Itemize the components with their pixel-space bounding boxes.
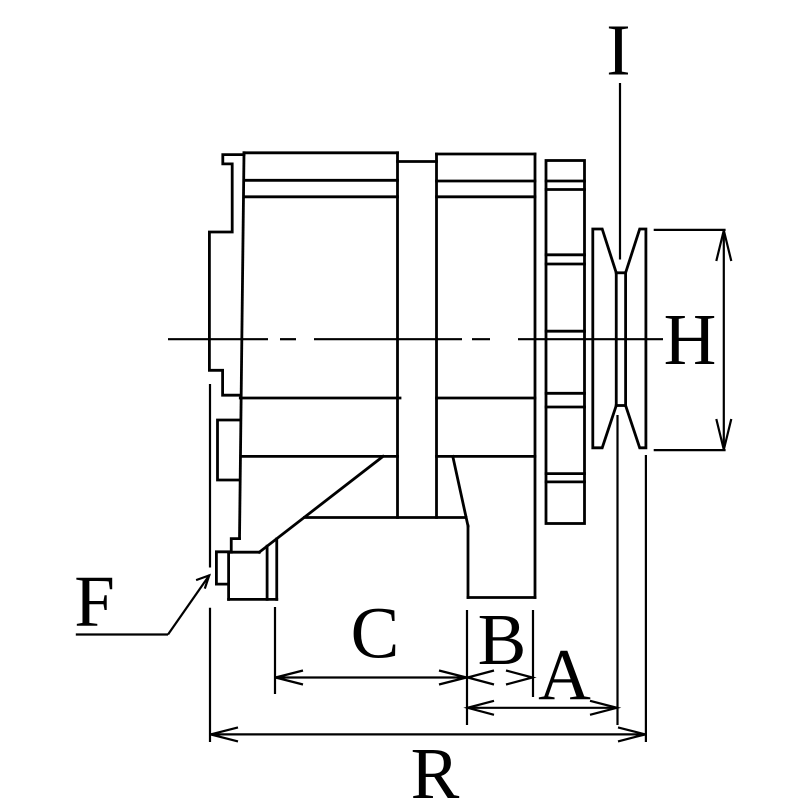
- svg-text:B: B: [478, 599, 527, 680]
- svg-text:H: H: [664, 299, 717, 380]
- svg-text:A: A: [538, 634, 591, 715]
- svg-text:F: F: [74, 561, 115, 642]
- svg-text:I: I: [606, 9, 630, 90]
- svg-text:R: R: [411, 733, 460, 800]
- svg-text:C: C: [351, 592, 400, 673]
